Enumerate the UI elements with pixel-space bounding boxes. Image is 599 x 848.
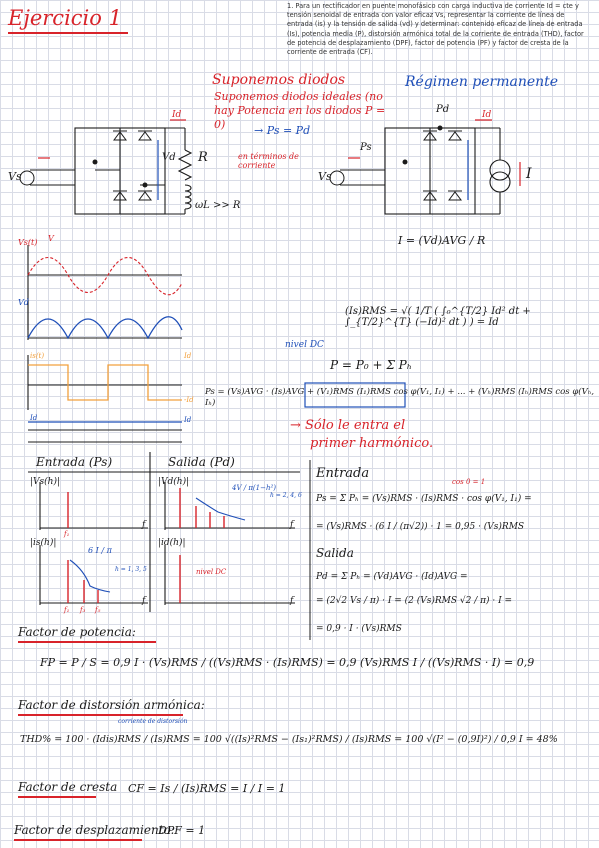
right-bridge-circuit xyxy=(340,127,511,215)
fp-equation: FP = P / S = 0,9 I · (Vs)RMS / ((Vs)RMS … xyxy=(40,656,535,669)
terms-current-note: en términos de corriente xyxy=(238,152,299,170)
i-label: I xyxy=(526,166,532,182)
left-bridge-circuit xyxy=(30,127,193,215)
vs-h-label: |Vs(h)| xyxy=(30,477,61,487)
title-underline xyxy=(8,32,128,34)
left-id-label: Id xyxy=(172,110,182,120)
f-axis-1: f xyxy=(142,520,146,530)
f-axis-2: f xyxy=(142,596,146,606)
f3-label: f₃ xyxy=(80,606,86,614)
right-source-icon xyxy=(329,170,345,186)
thd-equation: THD% = 100 · (Idis)RMS / (Is)RMS = 100 √… xyxy=(20,734,558,745)
salida-line-3: = 0,9 · I · (Vs)RMS xyxy=(316,624,402,634)
left-vs-label: Vs xyxy=(8,170,22,183)
fp-underline xyxy=(18,641,156,643)
thd-note: corriente de distorsión xyxy=(118,718,188,725)
id-h-label: |id(h)| xyxy=(158,538,186,548)
only-first-1: → Sólo le entra el xyxy=(290,418,406,433)
amp-i-label: 6 I / π xyxy=(88,546,112,555)
h-list-i: h = 1, 3, 5 xyxy=(115,566,147,573)
is-minus-id: -Id xyxy=(184,396,194,404)
f1-label-1: f₁ xyxy=(64,530,70,538)
assumption-note: Suponemos diodos ideales (no hay Potenci… xyxy=(214,90,386,131)
is-rms-equation: (Is)RMS = √( 1/T ( ∫₀^{T/2} Id² dt + ∫_{… xyxy=(345,306,531,328)
current-formula: I = (Vd)AVG / R xyxy=(398,234,486,247)
vs-sine-wave xyxy=(27,257,183,296)
salida-line-1: Pd = Σ Pₕ = (Vd)AVG · (Id)AVG = xyxy=(316,572,468,582)
vd-h-label: |Vd(h)| xyxy=(158,477,190,487)
r-label: R xyxy=(198,150,208,165)
right-id-label: Id xyxy=(482,110,492,120)
v-peak-label: V xyxy=(48,234,54,243)
dpf-equation: DPF = 1 xyxy=(158,824,206,837)
thd-title: Factor de distorsión armónica: xyxy=(18,698,205,712)
left-source-icon xyxy=(19,170,35,186)
fp-title: Factor de potencia: xyxy=(18,625,136,639)
f-axis-3: f xyxy=(290,520,294,530)
h-list-v: h = 2, 4, 6 xyxy=(270,492,302,499)
pd-label: Pd xyxy=(436,104,450,115)
cf-equation: CF = Is / (Is)RMS = I / I = 1 xyxy=(128,782,286,795)
salida-title: Salida xyxy=(316,546,354,560)
entrada-line-2: = (Vs)RMS · (6 I / (π√2)) · 1 = 0,95 · (… xyxy=(316,522,525,532)
f-axis-4: f xyxy=(290,596,294,606)
power-sum: P = P₀ + Σ Pₕ xyxy=(330,358,412,372)
right-vs-label: Vs xyxy=(318,170,332,183)
nivel-dc-spectrum: nivel DC xyxy=(196,568,227,576)
is-wave-label: is(t) xyxy=(30,352,45,360)
entrada-line-1: Ps = Σ Pₕ = (Vs)RMS · (Is)RMS · cos φ(V₁… xyxy=(316,494,532,504)
ps-expansion: Ps = (Vs)AVG · (Is)AVG + (V₁)RMS (I₁)RMS… xyxy=(205,387,595,408)
regimen-title: Régimen permanente xyxy=(405,74,559,90)
id-wave-label: Id xyxy=(30,414,38,422)
is-h-label: |is(h)| xyxy=(30,538,57,548)
thd-underline xyxy=(18,714,183,716)
spectrum-salida-title: Salida (Pd) xyxy=(168,455,235,469)
vd-rectified-wave xyxy=(27,316,183,340)
f5-label: f₅ xyxy=(95,606,101,614)
dpf-underline xyxy=(14,839,142,841)
only-first-2: primer harmónico. xyxy=(310,436,434,451)
dpf-title: Factor de desplazamiento: xyxy=(14,823,175,837)
problem-statement: 1. Para un rectificador en puente monofá… xyxy=(287,2,584,57)
spectrum-entrada-title: Entrada (Ps) xyxy=(36,455,113,469)
page-title: Ejercicio 1 xyxy=(8,6,122,30)
is-plus-id: Id xyxy=(184,352,192,360)
cf-underline xyxy=(18,796,96,798)
omega-condition: ωL >> R xyxy=(195,200,241,211)
ps-equals-pd: → Ps = Pd xyxy=(254,124,311,137)
first-harmonic-box xyxy=(304,382,406,408)
vd-wave-label: Vd xyxy=(18,298,29,307)
nivel-dc-note: nivel DC xyxy=(285,340,324,350)
assumption-line-1: Suponemos diodos xyxy=(212,72,346,88)
amp-v-label: 4V / π(1−h²) xyxy=(232,484,277,492)
cf-title: Factor de cresta xyxy=(18,780,118,794)
salida-line-2: = (2√2 Vs / π) · I = (2 (Vs)RMS √2 / π) … xyxy=(316,596,513,606)
entrada-title: Entrada xyxy=(316,466,370,481)
cos-note: cos 0 = 1 xyxy=(452,478,486,486)
ps-label: Ps xyxy=(360,142,372,153)
vs-wave-label: Vs(t) xyxy=(18,238,38,247)
id-right-label: Id xyxy=(184,416,192,424)
left-vd-label: Vd xyxy=(162,152,176,163)
is-square-wave xyxy=(28,364,182,401)
f1-label-2: f₁ xyxy=(64,606,70,614)
